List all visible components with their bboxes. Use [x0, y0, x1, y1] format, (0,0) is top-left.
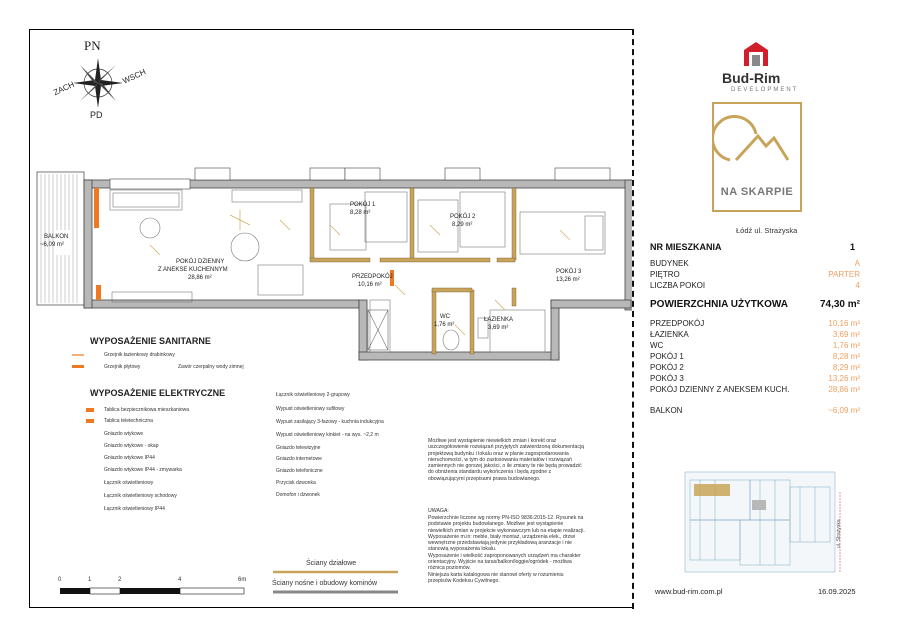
- legend-electric-item: Gniazdo telefoniczne: [276, 468, 323, 474]
- balcony-rail: [36, 171, 85, 306]
- legend-sanitary-title: WYPOSAŻENIE SANITARNE: [90, 336, 211, 346]
- legend-electric-title: WYPOSAŻENIE ELEKTRYCZNE: [90, 388, 226, 398]
- room-living-name2: Z ANEKSE KUCHENNYM: [158, 267, 228, 273]
- scale-label: 0: [58, 577, 62, 583]
- location: Łódź ul. Strażyska: [736, 226, 798, 235]
- legend-electric-item: Wypust zasilający 3-fazowy - kuchnia ind…: [276, 419, 384, 425]
- cut-line: [632, 29, 634, 609]
- scale-bar: [60, 587, 245, 595]
- room-lazienka-area: 3,69 m²: [488, 325, 509, 331]
- compass-rose-icon: [73, 58, 123, 108]
- shaft: [367, 309, 389, 351]
- website: www.bud-rim.com.pl: [655, 587, 723, 596]
- room-wc-area: 1,76 m²: [434, 322, 455, 328]
- legend-electric-item: Przycisk dzwonka: [276, 480, 316, 486]
- room-pokoj1-name: POKÓJ 1: [350, 202, 376, 208]
- room-balkon-area: ~6,09 m²: [40, 242, 64, 248]
- date: 16.09.2025: [818, 587, 856, 596]
- compass-north: PN: [84, 38, 101, 53]
- scale-label: 6m: [238, 577, 247, 583]
- partition-walls: [309, 187, 517, 355]
- windows: [109, 167, 611, 190]
- room-lazienka-name: ŁAZIENKA: [484, 317, 514, 323]
- legend-electric-item: Gniazdo wtykowe IP44 - zmywarka: [104, 467, 182, 473]
- room-pokoj3-name: POKÓJ 3: [556, 269, 582, 275]
- street-label: ul. Strażyska: [836, 519, 842, 548]
- room-balkon-name: BALKON: [44, 234, 69, 240]
- legend-electric-item: Gniazdo internetowe: [276, 456, 322, 462]
- legend-electric-item: Domofon i dzwonek: [276, 492, 320, 498]
- disclaimer-note: Możliwe jest wystąpienie niewielkich zmi…: [428, 438, 584, 482]
- legend-sanitary-item: Grzejnik płytowy: [104, 364, 141, 370]
- room-pokoj1-area: 8,28 m²: [350, 210, 371, 216]
- radiators: [94, 188, 394, 300]
- area-note: Powierzchnie liczone wg normy PN-ISO 983…: [428, 515, 585, 584]
- room-living-area: 28,86 m²: [188, 275, 212, 281]
- project-logo: NA SKARPIE: [712, 102, 802, 212]
- legend-sanitary-item: Zawór czerpalny wody zimnej: [178, 364, 244, 370]
- legend-electric-item: Łącznik oświetleniowy schodowy: [104, 493, 177, 499]
- legend-symbols: [72, 354, 94, 423]
- apartment-number-label: NR MIESZKANIA: [650, 242, 722, 252]
- room-wc-name: WC: [440, 314, 450, 320]
- wall-bearing-label: Ściany nośne i obudowy kominów: [272, 580, 378, 587]
- room-pokoj2-name: POKÓJ 2: [450, 214, 476, 220]
- room-przedpokoj-name: PRZEDPOKÓJ: [352, 274, 393, 280]
- brand-name: Bud-Rim: [722, 70, 781, 86]
- room-pokoj2-area: 8,29 m²: [452, 222, 473, 228]
- furniture: [109, 189, 606, 353]
- room-przedpokoj-area: 10,16 m²: [358, 282, 382, 288]
- legend-electric-item: Tablica bezpiecznikowa mieszkaniowa: [104, 407, 190, 413]
- legend-electric-item: Gniazdo wtykowe IP44: [104, 455, 155, 461]
- brand-logo-icon: [744, 42, 768, 66]
- note-title: UWAGA:: [428, 508, 449, 514]
- legend-electric-item: Wypust oświetleniowy sufitowy: [276, 406, 345, 412]
- room-pokoj3-area: 13,26 m²: [556, 277, 580, 283]
- electrical-symbols: [149, 210, 571, 336]
- scale-label: 2: [118, 577, 122, 583]
- unit-highlight: [694, 484, 730, 496]
- brand-sub: DEVELOPMENT: [731, 87, 799, 93]
- project-name: NA SKARPIE: [720, 186, 794, 198]
- balcony-row: BALKON~6,09 m²: [650, 406, 860, 415]
- legend-electric-item: Gniazdo telewizyjne: [276, 445, 321, 451]
- floor-plan: [36, 58, 632, 595]
- legend-electric-item: Gniazdo wtykowe: [104, 431, 144, 437]
- legend-sanitary-item: Grzejnik łazienkowy drabinkowy: [104, 352, 175, 358]
- drawing-frame: [29, 29, 633, 608]
- scale-label: 4: [178, 577, 182, 583]
- apartment-number-value: 1: [850, 242, 856, 252]
- legend-electric-item: Gniazdo wtykowe - okap: [104, 443, 159, 449]
- legend-electric-item: Łącznik oświetleniowy: [104, 480, 154, 486]
- legend-electric-item: Łącznik oświetleniowy IP44: [104, 506, 165, 512]
- compass-south: PD: [90, 110, 103, 120]
- scale-label: 1: [88, 577, 92, 583]
- legend-electric-item: Łącznik oświetleniowy 2-grupowy: [276, 392, 350, 398]
- room-living-name1: POKÓJ DZIENNY: [176, 259, 225, 265]
- mountain-icon: [714, 114, 790, 162]
- wall-partition-label: Ściany działowe: [306, 560, 357, 567]
- room-area-row: POKÓJ DZIENNY Z ANEKSEM KUCH.28,86 m²: [650, 385, 860, 394]
- legend-electric-item: Tablica teletechniczna: [104, 418, 153, 424]
- legend-electric-item: Wypust oświetleniowy kinkiet - na wys. ~…: [276, 432, 379, 438]
- site-plan: [684, 471, 841, 573]
